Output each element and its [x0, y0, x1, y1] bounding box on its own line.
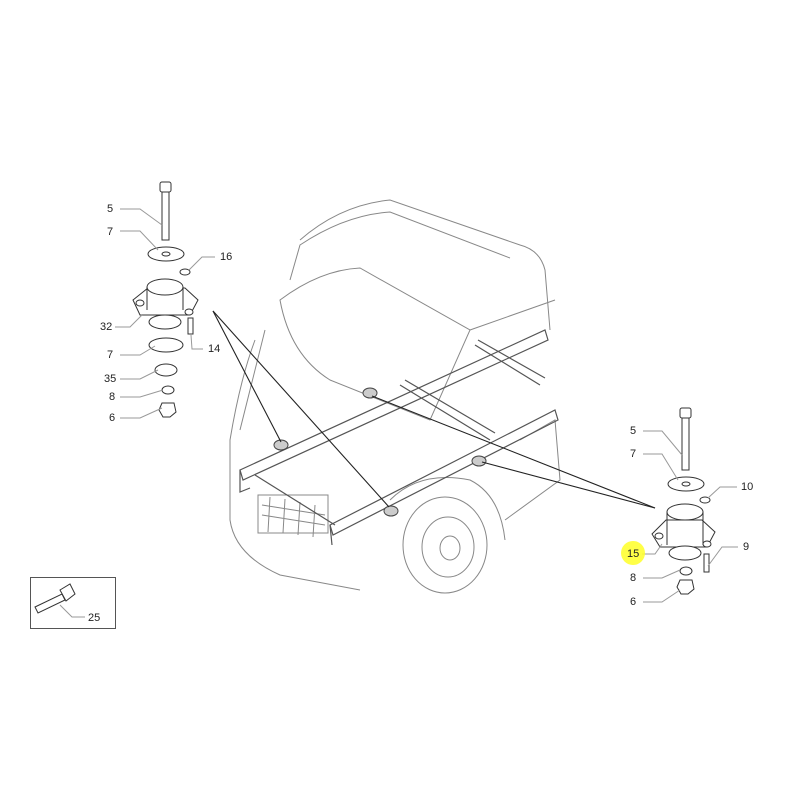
inset-bolt [34, 583, 85, 618]
inset-box [30, 577, 116, 629]
mount-points [273, 387, 487, 517]
part-label-8[interactable]: 8 [109, 391, 116, 403]
part-label-7[interactable]: 7 [107, 226, 114, 238]
part-label-5[interactable]: 5 [107, 203, 114, 215]
part-label-10[interactable]: 10 [741, 481, 754, 493]
part-label-16[interactable]: 16 [220, 251, 233, 263]
part-label-32[interactable]: 32 [100, 321, 113, 333]
part-label-8-right[interactable]: 8 [630, 572, 637, 584]
part-label-6[interactable]: 6 [109, 412, 116, 424]
highlight-marker [621, 541, 645, 565]
part-label-14[interactable]: 14 [208, 343, 221, 355]
part-label-7-lower[interactable]: 7 [107, 349, 114, 361]
right-label-leaders [642, 430, 738, 603]
left-label-leaders [115, 208, 215, 419]
left-mount-assembly [132, 181, 199, 418]
part-label-35[interactable]: 35 [104, 373, 117, 385]
vehicle-outline [229, 199, 561, 594]
part-label-7-right[interactable]: 7 [630, 448, 637, 460]
leader-lines [212, 310, 656, 509]
chassis-frame [239, 329, 559, 546]
part-label-25[interactable]: 25 [88, 612, 101, 624]
part-label-9[interactable]: 9 [743, 541, 750, 553]
part-label-5-right[interactable]: 5 [630, 425, 637, 437]
part-label-6-right[interactable]: 6 [630, 596, 637, 608]
part-label-15-highlighted[interactable]: 15 [627, 548, 640, 560]
right-mount-assembly [651, 407, 716, 595]
